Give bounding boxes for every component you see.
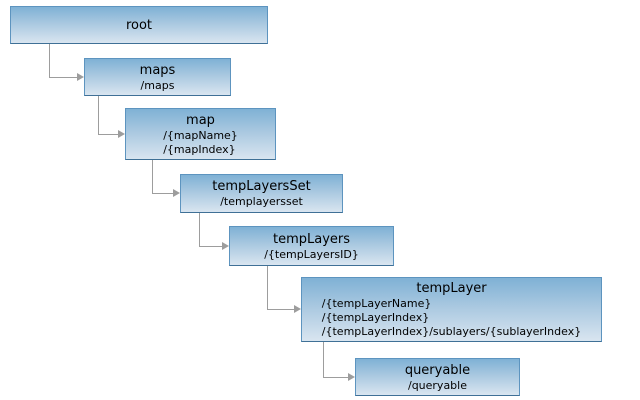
node-title: tempLayersSet [212,179,311,194]
node-paths: /{mapName} /{mapIndex} [163,129,238,157]
node-paths: /{tempLayerName} /{tempLayerIndex} /{tem… [322,297,581,339]
node-title: tempLayer [416,281,487,296]
connector-vline [98,96,99,134]
node-queryable: queryable /queryable [355,358,520,396]
node-templayersset: tempLayersSet /templayersset [180,174,343,213]
arrowhead-icon [77,73,84,81]
node-paths: /queryable [408,379,467,393]
connector-vline [323,342,324,377]
node-title: tempLayers [272,231,351,247]
node-title: queryable [404,362,471,378]
connector-hline [152,193,173,194]
arrowhead-icon [294,305,301,313]
node-map: map /{mapName} /{mapIndex} [125,108,276,160]
arrowhead-icon [118,130,125,138]
node-paths: /templayersset [220,195,303,209]
path-line: /{tempLayerName} [321,297,432,310]
path-line: /maps [140,78,175,92]
path-line: /{tempLayerIndex}/sublayers/{sublayerInd… [321,325,582,338]
path-line: /{mapName} [163,128,238,142]
connector-vline [49,44,50,77]
arrowhead-icon [173,189,180,197]
connector-hline [323,377,348,378]
node-title: map [186,112,215,128]
path-line: /{tempLayersID} [264,247,359,261]
path-line: /queryable [407,378,467,392]
connector-hline [98,134,118,135]
arrowhead-icon [348,373,355,381]
connector-hline [199,246,222,247]
node-title: maps [139,62,176,78]
node-templayer: tempLayer /{tempLayerName} /{tempLayerIn… [301,277,602,342]
path-line: /templayersset [220,195,303,208]
node-root: root [10,6,268,44]
path-line: /{mapIndex} [163,142,236,156]
connector-hline [49,77,77,78]
connector-vline [267,266,268,309]
node-title: root [125,17,153,33]
node-paths: /{tempLayersID} [264,248,359,262]
connector-vline [199,213,200,246]
node-maps: maps /maps [84,58,231,96]
arrowhead-icon [222,242,229,250]
node-paths: /maps [141,79,175,93]
path-line: /{tempLayerIndex} [321,311,430,324]
connector-vline [152,160,153,193]
connector-hline [267,309,294,310]
node-templayers: tempLayers /{tempLayersID} [229,226,394,266]
